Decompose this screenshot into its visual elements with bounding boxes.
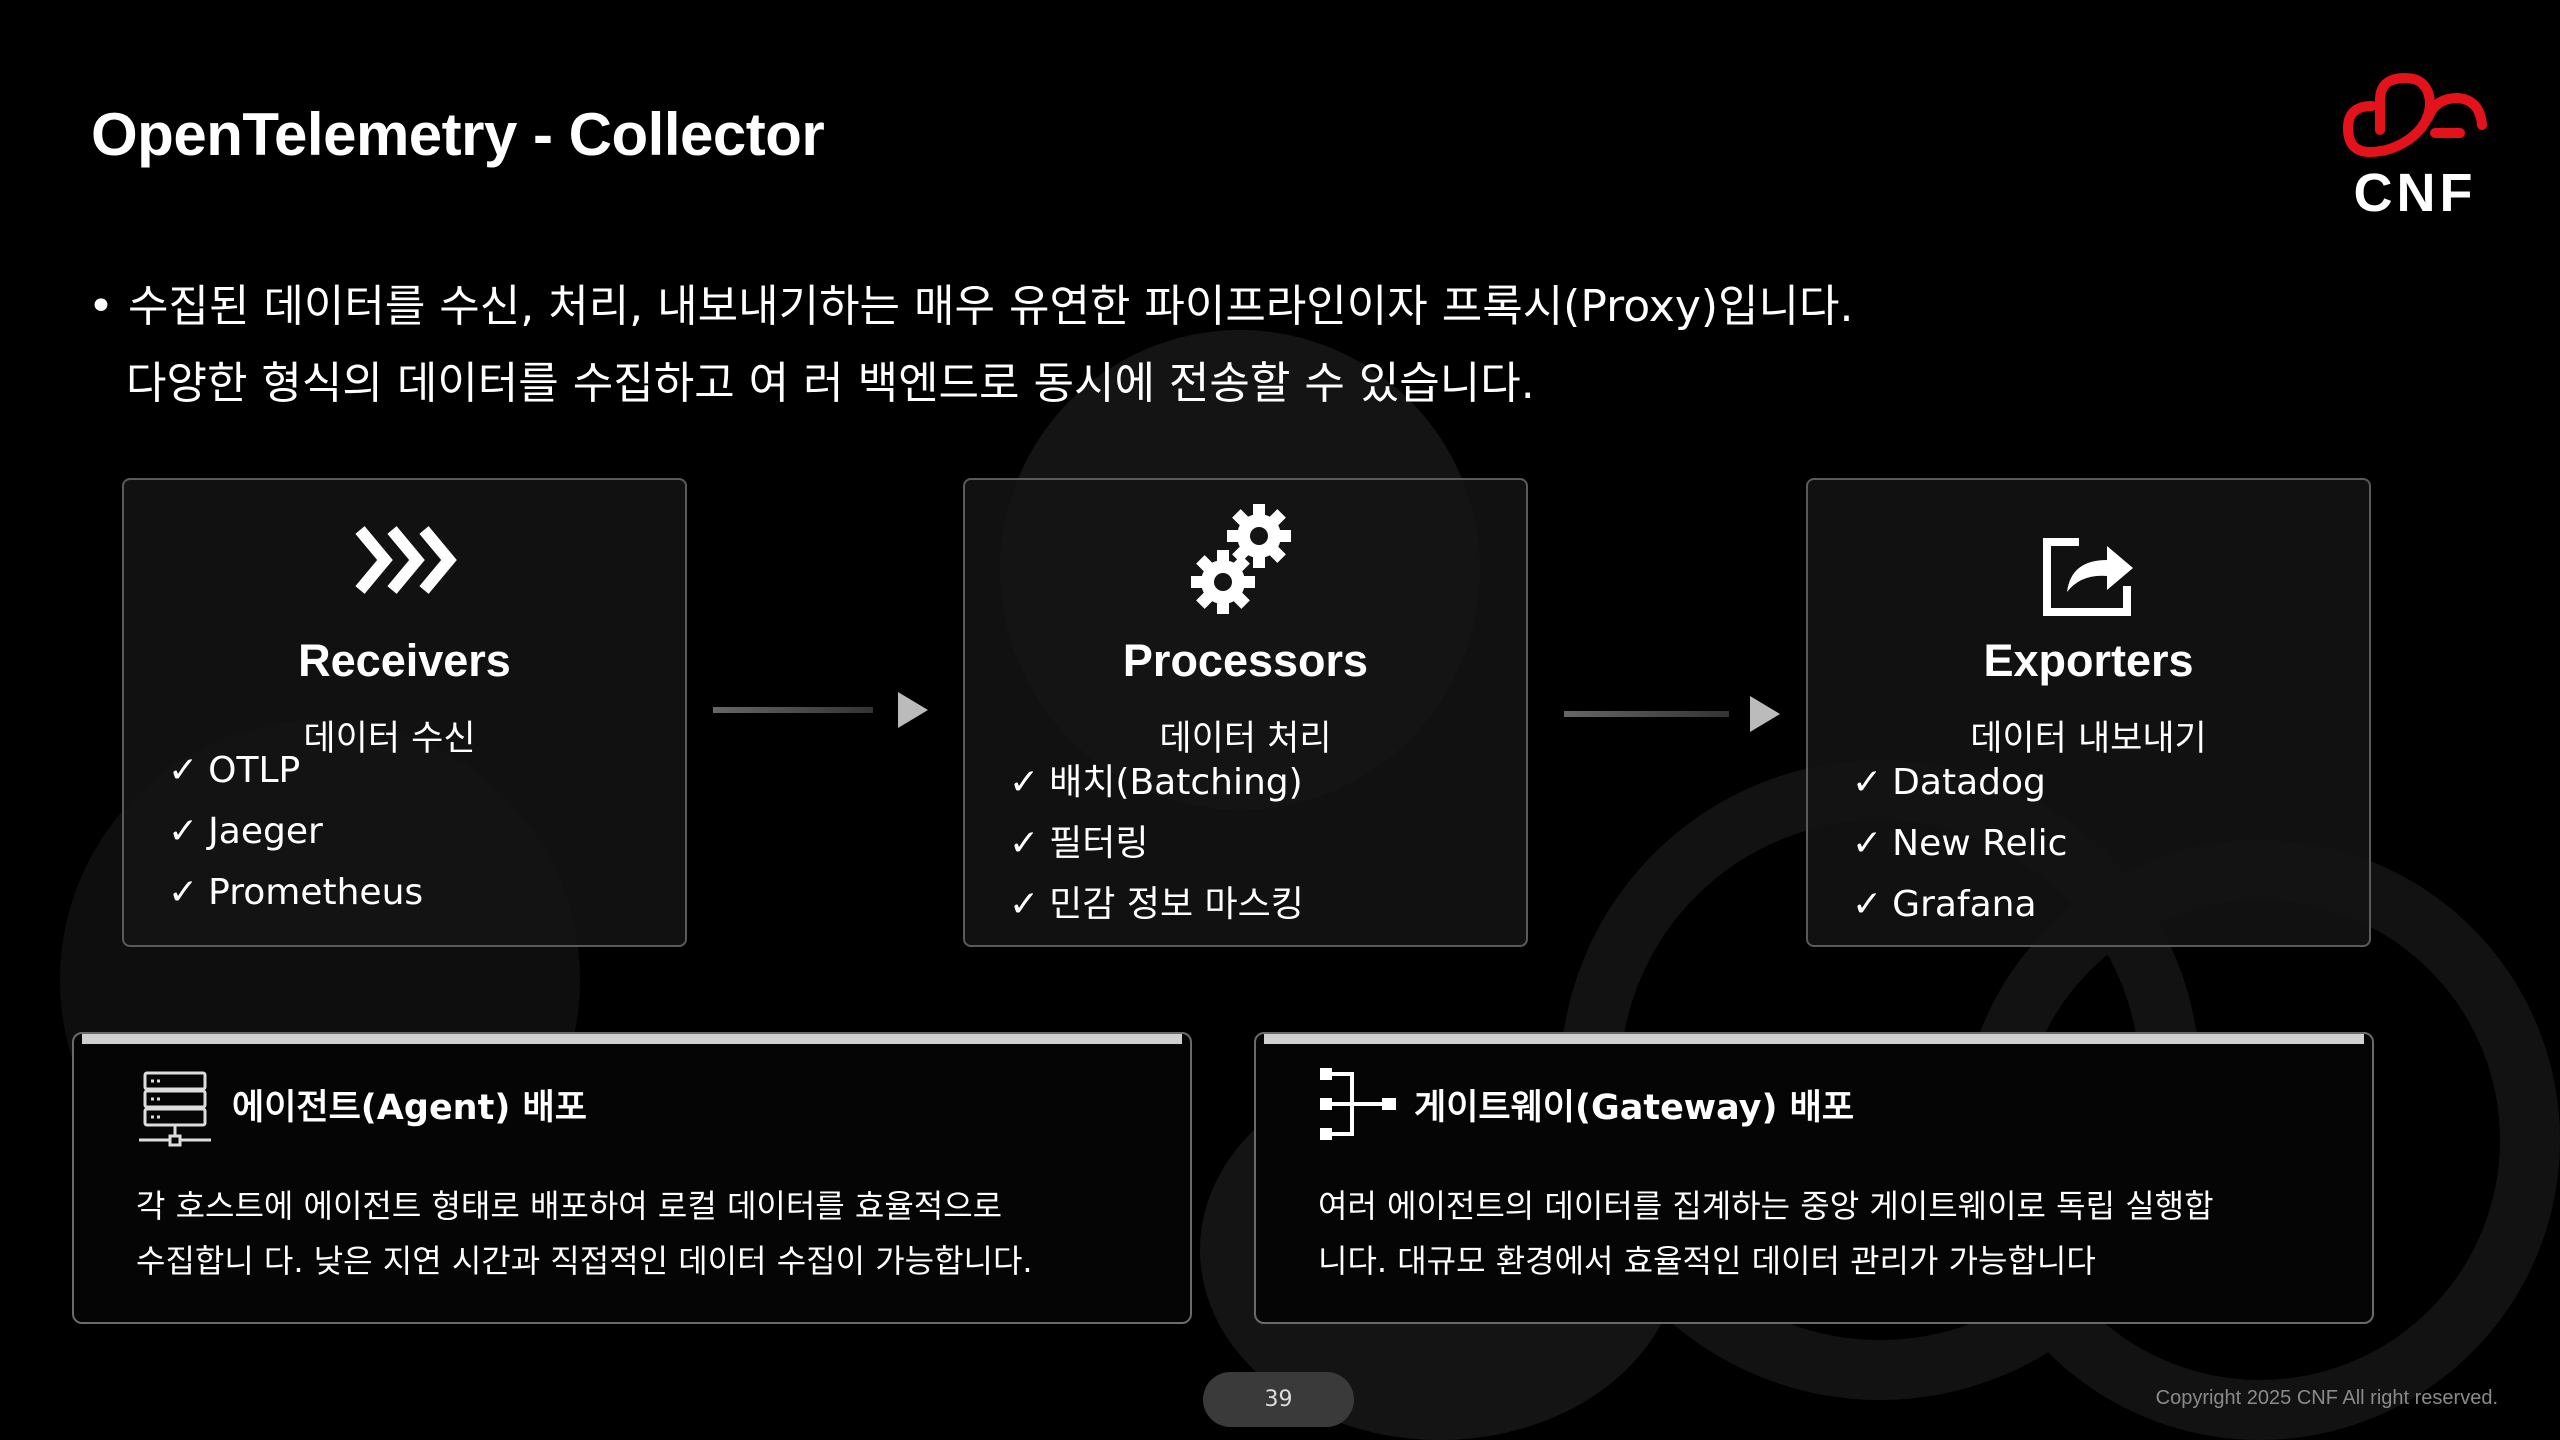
arrow-head-icon xyxy=(898,692,928,728)
box-accent-bar xyxy=(82,1034,1182,1044)
server-icon xyxy=(139,1070,214,1154)
gateway-deployment-box: 게이트웨이(Gateway) 배포 여러 에이전트의 데이터를 집계하는 중앙 … xyxy=(1254,1032,2374,1324)
intro-line-2: 다양한 형식의 데이터를 수집하고 여 러 백엔드로 동시에 전송할 수 있습니… xyxy=(126,358,1535,409)
list-item: ✓OTLP xyxy=(168,740,423,801)
card-title: Receivers xyxy=(298,635,511,686)
card-title: Processors xyxy=(1122,635,1369,686)
item-label: Jaeger xyxy=(208,811,323,852)
page-number: 39 xyxy=(1203,1372,1354,1427)
share-export-icon xyxy=(1808,530,2369,630)
card-subtitle: 데이터 수신 xyxy=(303,719,476,759)
receivers-card: Receivers 데이터 수신 ✓OTLP ✓Jaeger ✓Promethe… xyxy=(122,478,687,947)
intro-line-1: 수집된 데이터를 수신, 처리, 내보내기하는 매우 유연한 파이프라인이자 프… xyxy=(127,281,1854,332)
list-item: ✓Datadog xyxy=(1852,752,2067,813)
list-item: ✓Grafana xyxy=(1852,874,2067,935)
list-item: ✓배치(Batching) xyxy=(1009,752,1304,813)
receiver-list: ✓OTLP ✓Jaeger ✓Prometheus xyxy=(168,740,423,923)
item-label: OTLP xyxy=(208,750,301,791)
item-label: 배치(Batching) xyxy=(1049,762,1303,803)
list-item: ✓Jaeger xyxy=(168,801,423,862)
description-line: 각 호스트에 에이전트 형태로 배포하여 로컬 데이터를 효율적으로 xyxy=(136,1187,1003,1225)
box-title: 에이전트(Agent) 배포 xyxy=(232,1088,587,1128)
check-icon: ✓ xyxy=(1852,884,1883,925)
check-icon: ✓ xyxy=(1852,823,1883,864)
list-item: ✓New Relic xyxy=(1852,813,2067,874)
exporters-card: Exporters 데이터 내보내기 ✓Datadog ✓New Relic ✓… xyxy=(1806,478,2371,947)
check-icon: ✓ xyxy=(168,750,199,791)
list-item: ✓Prometheus xyxy=(168,862,423,923)
check-icon: ✓ xyxy=(168,872,199,913)
check-icon: ✓ xyxy=(1009,762,1040,803)
processors-card: Processors 데이터 처리 ✓배치(Batching) ✓필터링 ✓민감… xyxy=(963,478,1528,947)
description-line: 여러 에이전트의 데이터를 집계하는 중앙 게이트웨이로 독립 실행합 xyxy=(1318,1187,2214,1225)
copyright: Copyright 2025 CNF All right reserved. xyxy=(2155,1387,2498,1409)
check-icon: ✓ xyxy=(1852,762,1883,803)
description-line: 수집합니 다. 낮은 지연 시간과 직접적인 데이터 수집이 가능합니다. xyxy=(136,1242,1033,1280)
exporter-list: ✓Datadog ✓New Relic ✓Grafana xyxy=(1852,752,2067,935)
item-label: 필터링 xyxy=(1049,823,1149,864)
cloud-logo-icon xyxy=(2342,72,2487,158)
intro-text: • 수집된 데이터를 수신, 처리, 내보내기하는 매우 유연한 파이프라인이자… xyxy=(88,268,2288,422)
agent-deployment-box: 에이전트(Agent) 배포 각 호스트에 에이전트 형태로 배포하여 로컬 데… xyxy=(72,1032,1192,1324)
page-title: OpenTelemetry - Collector xyxy=(91,101,825,168)
chevrons-right-icon xyxy=(124,520,685,620)
card-title: Exporters xyxy=(1983,635,2194,686)
check-icon: ✓ xyxy=(168,811,199,852)
description-line: 니다. 대규모 환경에서 효율적인 데이터 관리가 가능합니다 xyxy=(1318,1242,2096,1280)
gateway-icon xyxy=(1318,1064,1398,1148)
item-label: New Relic xyxy=(1892,823,2068,864)
arrow-head-icon xyxy=(1750,696,1780,732)
gears-icon xyxy=(965,500,1526,620)
list-item: ✓필터링 xyxy=(1009,813,1304,874)
card-subtitle: 데이터 내보내기 xyxy=(1970,719,2207,759)
item-label: Datadog xyxy=(1892,762,2046,803)
item-label: Grafana xyxy=(1892,884,2037,925)
cnf-logo: CNF xyxy=(2330,70,2500,223)
flow-arrow-line xyxy=(713,707,873,713)
flow-arrow-line xyxy=(1564,711,1729,717)
check-icon: ✓ xyxy=(1009,884,1040,925)
box-description: 각 호스트에 에이전트 형태로 배포하여 로컬 데이터를 효율적으로 수집합니 … xyxy=(136,1179,1160,1289)
item-label: 민감 정보 마스킹 xyxy=(1049,884,1304,925)
box-title: 게이트웨이(Gateway) 배포 xyxy=(1414,1088,1855,1128)
list-item: ✓민감 정보 마스킹 xyxy=(1009,874,1304,935)
processor-list: ✓배치(Batching) ✓필터링 ✓민감 정보 마스킹 xyxy=(1009,752,1304,935)
box-description: 여러 에이전트의 데이터를 집계하는 중앙 게이트웨이로 독립 실행합 니다. … xyxy=(1318,1179,2342,1289)
card-subtitle: 데이터 처리 xyxy=(1159,719,1332,759)
check-icon: ✓ xyxy=(1009,823,1040,864)
logo-text: CNF xyxy=(2353,163,2477,223)
item-label: Prometheus xyxy=(208,872,424,913)
box-accent-bar xyxy=(1264,1034,2364,1044)
bullet: • xyxy=(88,281,114,332)
